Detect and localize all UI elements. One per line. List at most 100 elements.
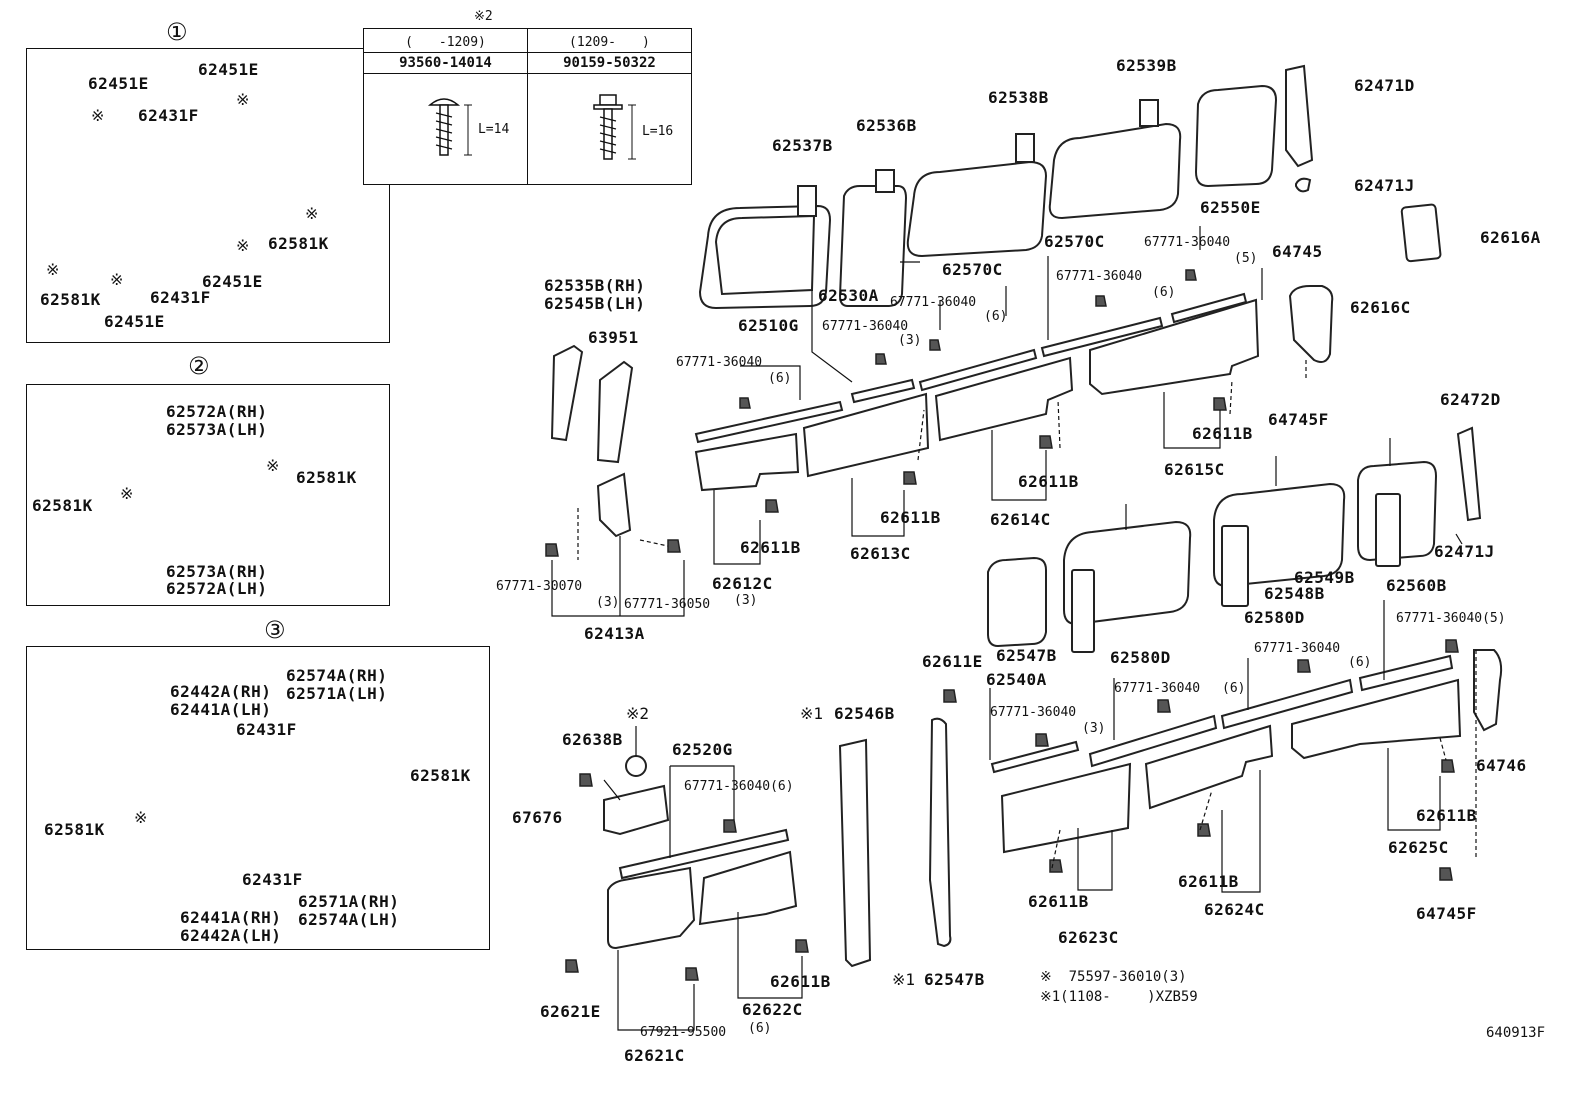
part-label: 62616A (1480, 228, 1541, 247)
part-label: 62580D (1110, 648, 1171, 667)
part-label: 62451E (198, 60, 259, 79)
bolt-icon (593, 94, 636, 160)
part-label: 62580D (1244, 608, 1305, 627)
spec-part-old: 93560-14014 (363, 52, 528, 74)
clip-qty: (3) (1082, 721, 1106, 736)
marker: ※ (236, 90, 250, 109)
part-label: 62570C (942, 260, 1003, 279)
marker: ※1 (892, 970, 916, 989)
clip-label: 67771-36040(6) (684, 779, 794, 794)
spec-part-new: 90159-50322 (526, 52, 692, 74)
part-label: 62442A(LH) (180, 926, 282, 945)
part-label: 62442A(RH) (170, 682, 272, 701)
clip-label: 67771-36040 (1144, 235, 1231, 250)
part-label: 62547B (996, 646, 1057, 665)
clip-qty: (6) (1152, 285, 1176, 300)
part-label: 62611B (880, 508, 941, 527)
part-label: 62573A(RH) (166, 562, 268, 581)
part-label: 62471J (1354, 176, 1415, 195)
marker: ※ (266, 456, 280, 475)
clip-label: 67771-36040 (676, 355, 763, 370)
part-label: 62570C (1044, 232, 1105, 251)
part-label: 62451E (88, 74, 149, 93)
part-label: 67676 (512, 808, 563, 827)
part-label: 62441A(LH) (170, 700, 272, 719)
clip-qty: (6) (748, 1021, 772, 1036)
lower-right-drawing (838, 426, 1503, 968)
part-label: 62623C (1058, 928, 1119, 947)
part-label: 62535B(RH) (544, 276, 646, 295)
marker: ※ (46, 260, 60, 279)
spec-screw-old: L=14 (363, 73, 528, 185)
clip-label: 67771-36040 (890, 295, 977, 310)
part-label: 62624C (1204, 900, 1265, 919)
part-label: 62574A(RH) (286, 666, 388, 685)
spec-length-new: L=16 (641, 124, 674, 139)
part-label: 63951 (588, 328, 639, 347)
part-label: 64745 (1272, 242, 1323, 261)
part-label: 62471J (1434, 542, 1495, 561)
part-label: 62611B (1416, 806, 1477, 825)
part-label: 62574A(LH) (298, 910, 400, 929)
part-label: 62611B (770, 972, 831, 991)
part-label: 62431F (150, 288, 211, 307)
part-label: 62472D (1440, 390, 1501, 409)
section-mark-3: ③ (264, 616, 286, 644)
part-label: 62530A (818, 286, 879, 305)
part-label: 62581K (268, 234, 329, 253)
part-label: 62413A (584, 624, 645, 643)
part-label: 64746 (1476, 756, 1527, 775)
spec-marker: ※2 (474, 9, 493, 24)
clip-qty: (6) (768, 371, 792, 386)
part-label: 62615C (1164, 460, 1225, 479)
part-label: 64745F (1268, 410, 1329, 429)
inset-box-3 (26, 646, 490, 950)
part-label: 62536B (856, 116, 917, 135)
clip-qty: (3) (734, 593, 758, 608)
legend-line-2: ※1(1108- )XZB59 (1040, 989, 1198, 1005)
inset-box-1 (26, 48, 390, 343)
part-label: 62581K (44, 820, 105, 839)
marker: ※ (134, 808, 148, 827)
clip-qty: (6) (1222, 681, 1246, 696)
part-label: 62545B(LH) (544, 294, 646, 313)
screw-spec-table: ( -1209) (1209- ) 93560-14014 90159-5032… (363, 28, 692, 185)
clip-qty: (3) (596, 595, 620, 610)
part-label: 62572A(LH) (166, 579, 268, 598)
diagram-code: 640913F (1486, 1025, 1546, 1041)
clip-label: 67771-30070 (496, 579, 583, 594)
part-label: 62611B (740, 538, 801, 557)
spec-range-new: (1209- ) (526, 28, 692, 53)
clip-label: 67771-36040 (1114, 681, 1201, 696)
part-label: 62611B (1192, 424, 1253, 443)
clip-qty: (6) (1348, 655, 1372, 670)
part-label: 62441A(RH) (180, 908, 282, 927)
clip-qty: (5) (1234, 251, 1258, 266)
spec-screw-new: L=16 (526, 73, 692, 185)
part-label: 62611B (1028, 892, 1089, 911)
part-label: 62616C (1350, 298, 1411, 317)
part-label: 62621E (540, 1002, 601, 1021)
part-label: 62548B (1264, 584, 1325, 603)
legend-line-1: ※ 75597-36010(3) (1040, 969, 1187, 985)
part-label: 62520G (672, 740, 733, 759)
section-mark-2: ② (188, 352, 210, 380)
part-label: 62571A(LH) (286, 684, 388, 703)
part-label: 62550E (1200, 198, 1261, 217)
part-label: 62431F (242, 870, 303, 889)
part-label: 62537B (772, 136, 833, 155)
marker: ※1 (800, 704, 824, 723)
part-label: 62510G (738, 316, 799, 335)
part-label: 62549B (1294, 568, 1355, 587)
marker: ※ (91, 106, 105, 125)
part-label: 62572A(RH) (166, 402, 268, 421)
clip-label: 67771-36040 (1254, 641, 1341, 656)
clip-qty: (3) (898, 333, 922, 348)
clip-label: 67771-36040(5) (1396, 611, 1506, 626)
marker: ※2 (626, 704, 650, 723)
part-label: 62613C (850, 544, 911, 563)
upper-window-drawing (698, 64, 1442, 363)
part-label: 62540A (986, 670, 1047, 689)
